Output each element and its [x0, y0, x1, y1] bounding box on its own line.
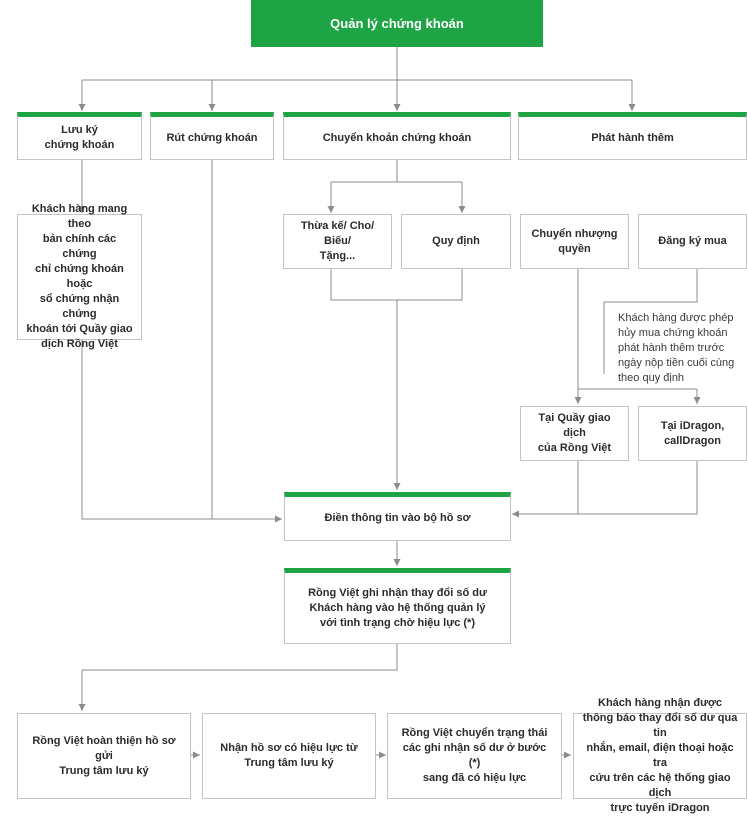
branch-chuyen-khoan: Chuyển khoản chứng khoán: [283, 112, 511, 160]
root-node: Quản lý chứng khoán: [251, 0, 543, 47]
final-step-4-label: Khách hàng nhận được thông báo thay đổi …: [582, 697, 738, 814]
final-step-2-label: Nhận hồ sơ có hiệu lực từ Trung tâm lưu …: [220, 742, 358, 769]
final-step-3: Rồng Việt chuyển trạng thái các ghi nhận…: [387, 713, 562, 799]
transfer-option-thua-ke: Thừa kế/ Cho/ Biếu/ Tặng...: [283, 214, 392, 269]
branch-phat-hanh-label: Phát hành thêm: [591, 131, 674, 144]
channel-quay: Tại Quầy giao dịch của Rồng Việt: [520, 406, 629, 461]
branch-luu-ky-label: Lưu ký chứng khoán: [44, 124, 115, 151]
record-label: Rồng Việt ghi nhận thay đổi số dư Khách …: [308, 586, 487, 629]
branch-chuyen-khoan-label: Chuyển khoản chứng khoán: [322, 131, 472, 144]
final-step-2: Nhận hồ sơ có hiệu lực từ Trung tâm lưu …: [202, 713, 376, 799]
transfer-option-thua-ke-label: Thừa kế/ Cho/ Biếu/ Tặng...: [300, 220, 375, 262]
root-label: Quản lý chứng khoán: [330, 16, 464, 31]
final-step-1-label: Rồng Việt hoàn thiện hồ sơ gửi Trung tâm…: [32, 734, 176, 777]
branch-phat-hanh: Phát hành thêm: [518, 112, 747, 160]
luu-ky-detail-text: Khách hàng mang theo bản chính các chứng…: [26, 203, 133, 350]
final-step-4: Khách hàng nhận được thông báo thay đổi …: [573, 697, 747, 814]
channel-quay-label: Tại Quầy giao dịch của Rồng Việt: [537, 412, 612, 454]
luu-ky-detail: Khách hàng mang theo bản chính các chứng…: [17, 203, 142, 350]
branch-rut-label: Rút chứng khoán: [166, 131, 258, 144]
branch-luu-ky: Lưu ký chứng khoán: [17, 112, 142, 160]
cancel-note: Khách hàng được phép hủy mua chứng khoán…: [616, 311, 747, 386]
issuance-option-dang-ky-mua: Đăng ký mua: [638, 214, 747, 269]
issuance-option-dang-ky-mua-label: Đăng ký mua: [658, 235, 727, 247]
channel-online: Tại iDragon, callDragon: [638, 406, 747, 461]
record-step: Rồng Việt ghi nhận thay đổi số dư Khách …: [284, 568, 511, 644]
final-step-1: Rồng Việt hoàn thiện hồ sơ gửi Trung tâm…: [17, 713, 191, 799]
transfer-option-quy-dinh-label: Quy định: [432, 235, 480, 247]
fill-form-label: Điền thông tin vào bộ hồ sơ: [324, 512, 471, 524]
issuance-option-chuyen-nhuong: Chuyển nhượng quyền: [520, 214, 629, 269]
branch-rut: Rút chứng khoán: [150, 112, 274, 160]
channel-online-label: Tại iDragon, callDragon: [660, 419, 725, 447]
final-step-3-label: Rồng Việt chuyển trạng thái các ghi nhận…: [401, 727, 548, 784]
cancel-note-text: Khách hàng được phép hủy mua chứng khoán…: [618, 312, 735, 384]
transfer-option-quy-dinh: Quy định: [401, 214, 511, 269]
issuance-option-chuyen-nhuong-label: Chuyển nhượng quyền: [531, 227, 618, 255]
fill-form-step: Điền thông tin vào bộ hồ sơ: [284, 492, 511, 541]
